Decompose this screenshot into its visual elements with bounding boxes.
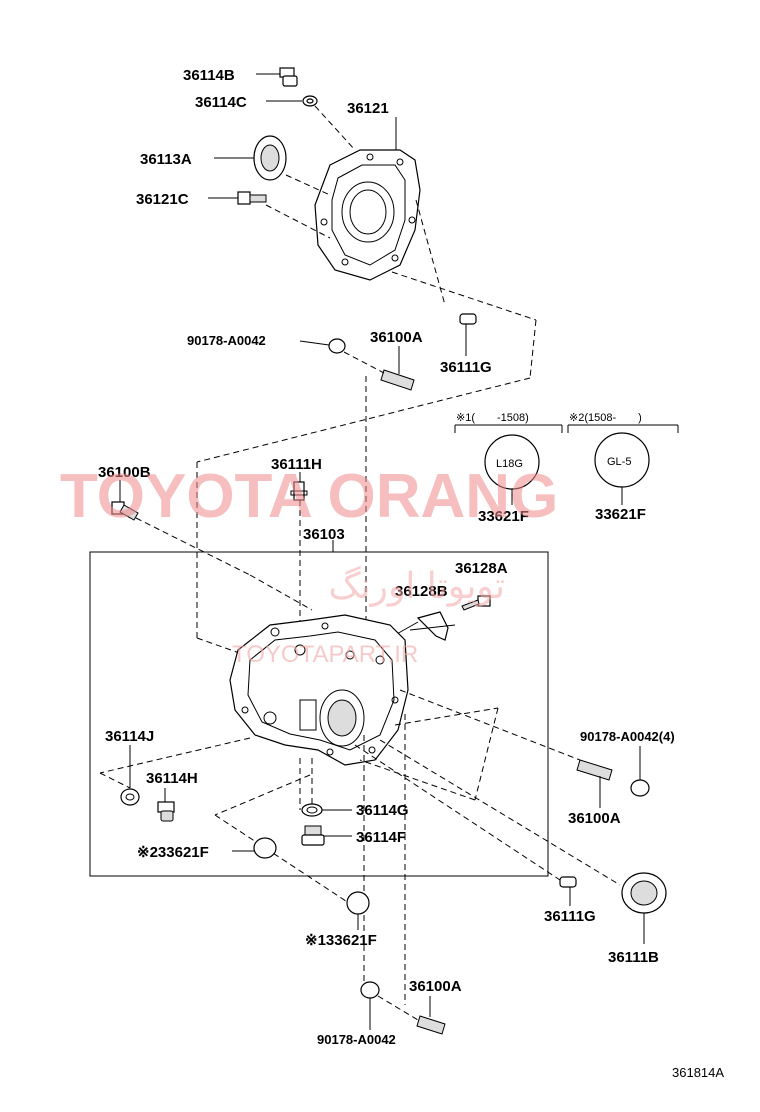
label-36100b: 36100B [98, 464, 151, 481]
nut-90178-right [630, 779, 650, 797]
pin-36111g-top [459, 313, 477, 325]
label-36114c: 36114C [195, 94, 247, 111]
watermark-url: TOYOTAPART.IR [232, 641, 418, 668]
stud-36100a-bottom [416, 1015, 446, 1035]
label-90178-top: 90178-A0042 [187, 333, 266, 348]
label-36103: 36103 [303, 526, 345, 543]
label-33621f-bottom: ※133621F [305, 932, 377, 949]
label-36111g-top: 36111G [440, 359, 492, 376]
label-36114b: 36114B [183, 67, 235, 84]
label-33621f-a: 33621F [478, 508, 529, 525]
nut-90178-top [328, 338, 346, 354]
washer-36114g [301, 803, 323, 817]
label-36113a: 36113A [140, 151, 192, 168]
label-36111b: 36111B [608, 949, 659, 966]
case-36103 [229, 614, 409, 766]
legend-range-2: ※2(1508- ) [569, 412, 642, 424]
bolt-36121c [237, 191, 267, 205]
gasket-36114j [120, 788, 140, 806]
label-90178-right: 90178-A0042(4) [580, 729, 675, 744]
label-36121: 36121 [347, 100, 389, 117]
label-36114j: 36114J [105, 728, 154, 745]
label-36114g: 36114G [356, 802, 409, 819]
diagram-code: 361814A [672, 1065, 724, 1080]
nut-90178-bottom [360, 981, 380, 999]
bracket-36128a [416, 611, 449, 641]
label-36100a-bottom: 36100A [409, 978, 462, 995]
label-36100a-top: 36100A [370, 329, 423, 346]
label-33621f-left: ※233621F [137, 844, 209, 861]
label-36128a: 36128A [455, 560, 508, 577]
seal-36111b [621, 872, 667, 914]
washer-36114c [302, 95, 318, 107]
watermark-persian: تویوتا اورنگ [328, 565, 505, 607]
breather-36111h [290, 481, 308, 501]
label-36111g-bottom: 36111G [544, 908, 596, 925]
cap-33621f-left [253, 837, 277, 859]
case-group-frame [89, 551, 549, 877]
label-36114f: 36114F [356, 829, 406, 846]
bolt-36100b [111, 501, 139, 521]
plug-36114f [301, 825, 325, 846]
watermark-brand: TOYOTA ORANG [60, 462, 558, 531]
stud-36100a-top [380, 369, 415, 391]
plug-36114h [157, 801, 175, 822]
bolt-36128b [461, 595, 491, 611]
cover-36121 [314, 149, 421, 281]
cap-33621f-bottom [346, 891, 370, 915]
plug-36114b [279, 67, 298, 87]
cap-l18g-text: L18G [496, 458, 523, 470]
label-90178-bottom: 90178-A0042 [317, 1032, 396, 1047]
label-36111h: 36111H [271, 456, 322, 473]
label-36128b: 36128B [395, 583, 448, 600]
label-33621f-b: 33621F [595, 506, 646, 523]
label-36121c: 36121C [136, 191, 189, 208]
seal-36113a [253, 135, 287, 181]
stud-36100a-right [576, 759, 613, 781]
pin-36111g-bottom [559, 876, 577, 888]
cap-gl5-text: GL-5 [607, 456, 631, 468]
label-36100a-right: 36100A [568, 810, 621, 827]
legend-range-1: ※1( -1508) [456, 412, 529, 424]
label-36114h: 36114H [146, 770, 198, 787]
